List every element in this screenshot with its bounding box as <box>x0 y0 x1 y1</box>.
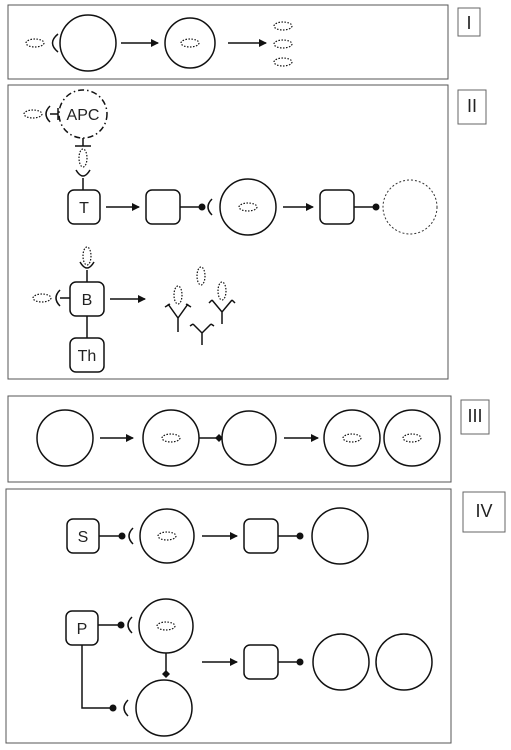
target-cell <box>312 633 370 691</box>
antigen-icon <box>273 57 293 67</box>
antigen-icon <box>196 266 206 286</box>
infected-cell <box>323 409 381 467</box>
apc-label: APC <box>67 107 100 124</box>
panel-1-frame <box>7 4 449 80</box>
panel-4-label-box <box>462 491 506 533</box>
contact-dot <box>109 704 117 712</box>
lymphocyte-cell <box>59 14 117 72</box>
receptor-icon <box>123 699 129 717</box>
antigen-icon <box>273 39 293 49</box>
contact-dot <box>372 203 380 211</box>
receptor-icon <box>128 527 134 545</box>
lysed-cell <box>382 179 438 235</box>
signal-diamond <box>162 670 170 678</box>
panel-4-label: IV <box>475 501 492 521</box>
contact-dot <box>296 532 304 540</box>
panel-3-label: III <box>467 406 482 426</box>
contact-dot <box>198 203 206 211</box>
infected-cell <box>142 409 200 467</box>
th-cell-label: Th <box>78 348 97 365</box>
contact-dot <box>117 621 125 629</box>
panel-1-label: I <box>466 13 471 33</box>
t-cell-label: T <box>79 200 89 217</box>
neighbor-cell <box>221 410 277 466</box>
antigen-icon <box>82 246 92 266</box>
panel-1: I <box>7 4 481 80</box>
antibody-icon <box>189 323 215 345</box>
receptor-icon <box>51 33 59 53</box>
antibody-icon <box>164 303 192 332</box>
panel-2-label: II <box>467 96 477 116</box>
antigen-icon <box>32 293 52 303</box>
panel-4-frame <box>5 488 452 744</box>
panel-3-label-box <box>460 399 490 435</box>
receptor-icon <box>45 105 51 123</box>
antigen-icon <box>217 281 227 301</box>
antigen-icon <box>25 38 45 48</box>
receptor-icon <box>207 198 213 216</box>
panel-3: III <box>7 395 490 483</box>
effector-t-cell <box>145 189 181 225</box>
effector-cell <box>243 518 279 554</box>
panel-2-label-box <box>457 89 487 125</box>
target-cell <box>311 507 369 565</box>
antigen-icon <box>78 148 88 168</box>
infected-cell <box>219 178 277 236</box>
panel-2: II APC T B <box>7 84 487 380</box>
receptor-icon <box>75 169 91 177</box>
p-cell-label: P <box>77 621 88 638</box>
infected-cell <box>383 409 441 467</box>
receptor-icon <box>79 261 95 269</box>
contact-dot <box>296 658 304 666</box>
cell <box>36 409 94 467</box>
panel-4: IV S P <box>5 488 506 744</box>
effector-cell <box>243 644 279 680</box>
neighbor-cell <box>135 679 193 737</box>
infected-cell <box>138 598 194 654</box>
target-cell <box>375 633 433 691</box>
s-cell-label: S <box>78 529 89 546</box>
antibody-icon <box>208 299 236 324</box>
th-cell <box>69 337 105 373</box>
connector <box>81 645 111 709</box>
panel-2-frame <box>7 84 449 380</box>
b-cell-label: B <box>82 292 93 309</box>
antigen-icon <box>23 109 43 119</box>
contact-dot <box>118 532 126 540</box>
receptor-icon <box>55 289 61 307</box>
antigen-icon <box>173 285 183 305</box>
panel-1-label-box <box>457 7 481 37</box>
effector-t-cell <box>319 189 355 225</box>
antibodies <box>164 266 236 345</box>
antigen-icon <box>273 21 293 31</box>
signal-diamond <box>215 434 223 442</box>
t-cell <box>67 189 101 225</box>
cell-with-antigen <box>164 17 216 69</box>
infected-cell <box>139 508 195 564</box>
panel-3-frame <box>7 395 452 483</box>
receptor-icon <box>127 616 133 634</box>
